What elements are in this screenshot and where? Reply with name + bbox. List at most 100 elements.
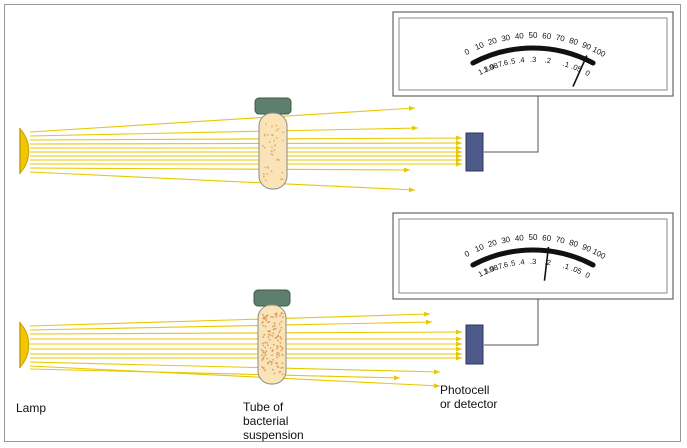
tube-label-line: suspension [243,428,304,442]
light-rays [29,311,463,389]
bacterium [262,336,265,339]
bacterium [263,333,266,336]
bacterium [281,171,284,174]
bacterium [278,371,281,374]
bacterium [279,314,281,317]
bacterium [266,344,269,347]
absorbance-tick-label: .4 [518,257,525,267]
bacterium [279,345,282,348]
ray-arrowhead [456,346,462,352]
bacterium [262,351,265,354]
transmittance-tick-label: 80 [568,238,580,249]
bacterium [280,320,283,323]
ray-arrowhead [425,319,432,325]
bacteria-dots [262,123,284,182]
bacterium [264,346,267,349]
bacterium [271,349,274,351]
ray-arrowhead [456,145,462,151]
bacterium [267,362,270,365]
bacterium [270,170,273,173]
bacterium [271,316,274,318]
bacterium [281,366,284,369]
test-tube [254,97,292,190]
bacterium [264,341,267,344]
bacterium [273,328,276,330]
bacterium [270,153,273,155]
transmittance-tick-label: 30 [500,235,511,246]
bacterium [281,178,284,181]
meter-arc [470,45,596,66]
ray-arrowhead [455,329,462,335]
bacterium [265,317,268,320]
bacterium [281,373,284,376]
detector-label-line: or detector [440,397,498,411]
detector-wire [484,96,539,153]
bacterium [275,124,278,127]
absorbance-tick-label: .6 [501,58,509,68]
bacterium [260,349,263,351]
bacterium [262,172,265,175]
diagram-frame [4,4,681,442]
bacterium [263,317,266,320]
bacterium [270,149,273,152]
bacterium [269,360,272,363]
bacterium [266,134,269,137]
tube-cap [254,97,292,115]
ray-arrowhead [456,341,462,347]
bacterium [264,325,267,328]
absorbance-tick-label: .2 [544,258,551,268]
bacterium [266,341,269,344]
bacterium [262,144,264,147]
light-ray [29,331,463,335]
ray-arrowhead [456,336,462,342]
bacterium [262,350,265,353]
bacterium [280,367,283,369]
bacterium [276,353,278,356]
bacterium [260,354,263,357]
bacterium [266,173,269,175]
bacterium [261,359,264,361]
bacterium [276,365,279,368]
meter-arc [470,247,596,268]
meter-face [398,218,668,294]
bacterium [271,146,273,149]
meter-needle [572,55,588,87]
bacterium [271,134,274,137]
meter-needle [543,246,550,281]
tube-label-line: Tube of [243,400,284,414]
bacterium [275,327,277,330]
bacterium [264,166,267,169]
bacterium [278,352,280,355]
transmittance-tick-label: 50 [529,233,538,242]
transmittance-tick-label: 30 [500,33,511,44]
tube-label-line: bacterial [243,414,289,428]
lamp-label: Lamp [16,401,47,415]
bacterium [277,158,280,161]
bacterium [272,332,275,335]
bacterium [281,316,284,319]
detector-label: Photocell or detector [440,383,530,411]
transmittance-tick-label: 0 [463,249,472,259]
transmittance-tick-label: 90 [581,242,593,254]
transmittance-tick-label: 40 [514,31,524,41]
ray-arrowhead [433,383,440,389]
bacterium [280,326,283,329]
bacterium [273,322,276,325]
absorbance-tick-label: .2 [544,56,551,66]
detector-label-line: Photocell [440,383,490,397]
bacterium [278,354,280,357]
suspension [258,112,288,190]
bacterium [265,350,268,353]
bacterium [264,123,267,125]
ray-arrowhead [403,167,410,173]
ray-arrowhead [456,157,462,163]
light-ray [29,321,433,331]
transmittance-tick-label: 90 [581,40,593,52]
ray-arrowhead [433,369,440,375]
bacterium [264,179,267,182]
